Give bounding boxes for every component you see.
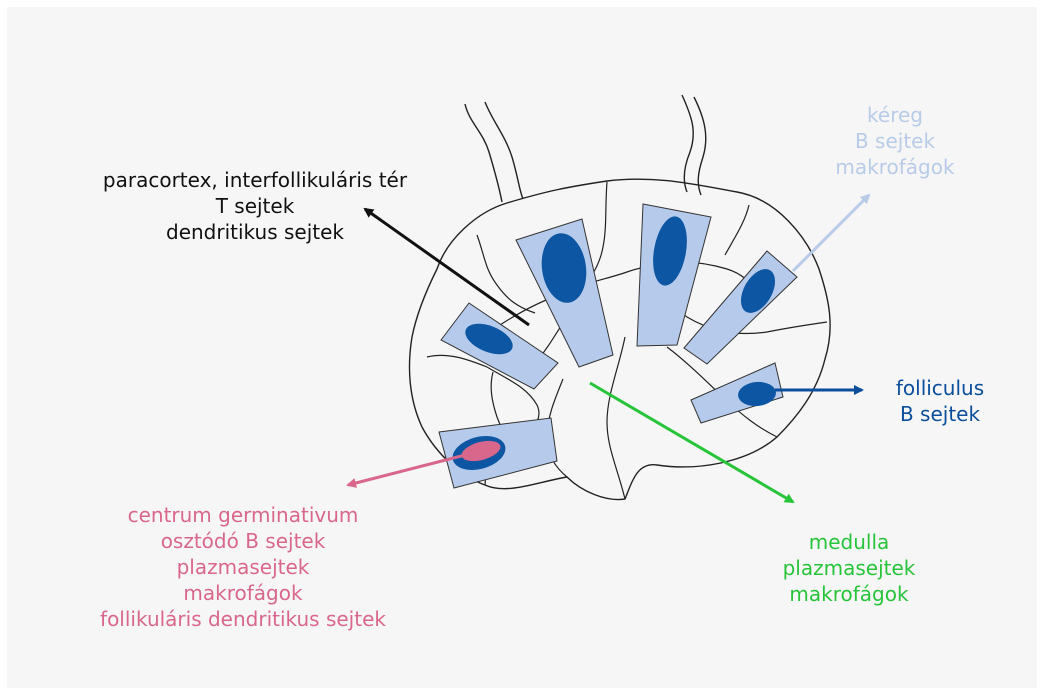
centrum-line-4: makrofágok <box>57 580 429 606</box>
inner-line-3 <box>725 205 749 255</box>
follicle-4 <box>684 251 797 364</box>
medulla-line-2: plazmasejtek <box>759 555 939 581</box>
centrum-line-5: follikuláris dendritikus sejtek <box>57 606 429 632</box>
diagram-canvas: paracortex, interfollikuláris tér T sejt… <box>7 7 1037 688</box>
kereg-line-2: B sejtek <box>807 128 983 154</box>
arrow-kereg <box>793 195 869 271</box>
paracortex-line-2: T sejtek <box>77 193 433 219</box>
centrum-line-2: osztódó B sejtek <box>57 528 429 554</box>
kereg-label: kéreg B sejtek makrofágok <box>807 102 983 180</box>
paracortex-line-3: dendritikus sejtek <box>77 219 433 245</box>
medulla-line-1: medulla <box>759 529 939 555</box>
folliculus-line-2: B sejtek <box>885 401 995 427</box>
kereg-line-3: makrofágok <box>807 154 983 180</box>
folliculus-line-1: folliculus <box>885 375 995 401</box>
afferent-vessel-left-inner <box>485 102 523 199</box>
paracortex-label: paracortex, interfollikuláris tér T sejt… <box>77 167 433 245</box>
centrum-line-3: plazmasejtek <box>57 554 429 580</box>
folliculus-label: folliculus B sejtek <box>885 375 995 427</box>
centrum-line-1: centrum germinativum <box>57 502 429 528</box>
paracortex-line-1: paracortex, interfollikuláris tér <box>77 167 433 193</box>
centrum-label: centrum germinativum osztódó B sejtek pl… <box>57 502 429 632</box>
inner-line-7 <box>607 337 625 499</box>
afferent-vessel-right-inner <box>694 97 706 195</box>
kereg-line-1: kéreg <box>807 102 983 128</box>
afferent-vessel-right <box>682 95 693 192</box>
medulla-label: medulla plazmasejtek makrofágok <box>759 529 939 607</box>
medulla-line-3: makrofágok <box>759 581 939 607</box>
afferent-vessel-left <box>465 104 502 202</box>
